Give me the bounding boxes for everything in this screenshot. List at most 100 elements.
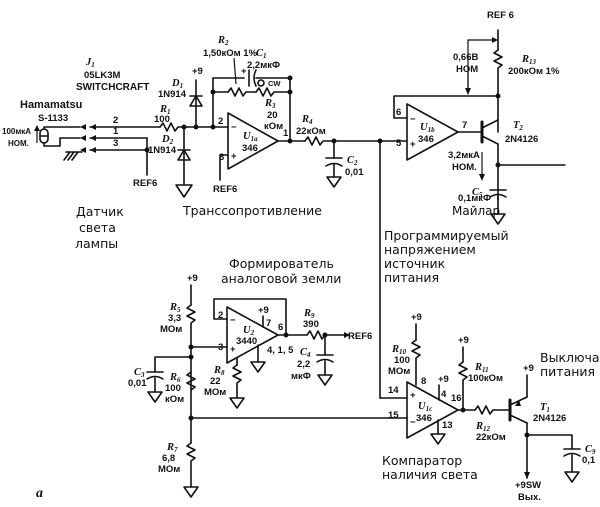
resistor-r4: R4 22кОм [296, 114, 381, 146]
svg-text:НОМ: НОМ [456, 64, 478, 75]
svg-text:3,2мкА: 3,2мкА [448, 150, 480, 161]
output-label: +9SW [515, 480, 541, 491]
opamp-u1c: 14 + 15 − U1c 346 16 8 +9 4 13 [388, 374, 462, 445]
svg-text:напряжением: напряжением [384, 242, 476, 257]
svg-text:7: 7 [266, 318, 271, 329]
r2-value: 1,50кОм 1% [203, 48, 258, 59]
capacitor-c2: C2 0,01 [325, 138, 364, 188]
sensor-current: 100мкА [2, 127, 31, 136]
svg-text:+: + [410, 390, 416, 401]
svg-text:+: + [410, 139, 416, 150]
svg-text:390: 390 [303, 319, 319, 330]
svg-text:C9: C9 [585, 444, 596, 456]
caption-analog-ground: Формирователь аналоговой земли [221, 256, 341, 286]
connector-pin-1: 1 [113, 126, 119, 137]
svg-text:22: 22 [210, 376, 221, 387]
svg-text:R1: R1 [159, 104, 171, 116]
svg-text:0,1: 0,1 [582, 455, 596, 466]
svg-text:22кОм: 22кОм [296, 126, 326, 137]
svg-text:4: 4 [441, 389, 447, 400]
output-note: Вых. [518, 492, 541, 503]
svg-text:13: 13 [442, 420, 453, 431]
svg-text:источник: источник [384, 256, 446, 271]
svg-text:Формирователь: Формирователь [229, 256, 334, 271]
svg-text:3,3: 3,3 [168, 313, 181, 324]
svg-text:−: − [231, 122, 237, 133]
svg-text:C5: C5 [472, 187, 483, 199]
opamp-u2-triangle [226, 306, 279, 364]
svg-text:R13: R13 [521, 54, 537, 66]
opamp-u1b-triangle [406, 103, 459, 161]
svg-text:+: + [231, 151, 237, 162]
ref6-label-j1: REF6 [133, 178, 157, 189]
ref6-label-top: REF 6 [487, 10, 514, 21]
resistor-r5: +9 R5 3,3 МОм [160, 273, 198, 349]
resistor-r11: +9 R11 100кОм [458, 335, 503, 411]
svg-text:1: 1 [283, 128, 289, 139]
svg-text:Майлар: Майлар [452, 204, 500, 218]
svg-text:0,66В: 0,66В [453, 52, 478, 63]
caption-programmable-supply: Программируемый напряжением источник пит… [384, 228, 509, 285]
svg-text:6: 6 [278, 322, 283, 333]
svg-text:U1a: U1a [243, 131, 258, 143]
svg-text:+9: +9 [458, 335, 469, 346]
diode-d2: D2 1N914 [148, 126, 193, 198]
d2-part: 1N914 [148, 145, 177, 156]
svg-text:0,01: 0,01 [128, 378, 147, 389]
photodiode-sensor: Hamamatsu S-1133 100мкА НОМ. [2, 99, 83, 161]
transistor-t2: T2 2N4126 [457, 119, 538, 201]
svg-text:T1: T1 [540, 402, 550, 414]
figure-label: а [36, 486, 43, 501]
svg-text:2N4126: 2N4126 [533, 413, 566, 424]
svg-text:НОМ.: НОМ. [452, 162, 477, 173]
svg-text:6: 6 [396, 107, 401, 118]
c1-value: 2,2мкФ [247, 60, 280, 71]
resistor-r1: R1 100 [154, 104, 188, 132]
svg-text:20: 20 [267, 110, 278, 121]
sensor-current-note: НОМ. [8, 139, 29, 148]
svg-text:0,01: 0,01 [345, 167, 364, 178]
caption-sensor: Датчик света лампы [75, 204, 124, 251]
capacitor-c5: C5 0,1мкФ Майлар [452, 187, 507, 225]
resistor-r3-trimmer: CW R3 20 кОм [255, 79, 291, 132]
svg-text:МОм: МОм [204, 387, 226, 398]
current-arrow-head [34, 125, 40, 131]
sensor-name: Hamamatsu [20, 99, 82, 111]
svg-text:100: 100 [165, 383, 181, 394]
capacitor-c3: C3 0,01 [128, 356, 192, 403]
capacitor-c4: C4 2,2 мкФ [291, 334, 334, 386]
svg-text:−: − [230, 315, 236, 326]
svg-text:14: 14 [388, 385, 399, 396]
svg-text:Компаратор: Компаратор [382, 453, 462, 468]
d1-supply: +9 [192, 66, 203, 77]
svg-text:лампы: лампы [75, 236, 118, 251]
sensor-part: S-1133 [38, 113, 68, 124]
resistor-r12: R12 22кОм [474, 405, 509, 443]
opamp-u1a: 2 − 3 + U1a 346 1 REF6 [213, 112, 289, 195]
connector-pin-3: 3 [113, 138, 118, 149]
svg-text:R2: R2 [217, 35, 229, 47]
connector-part: 05LK3M [84, 70, 121, 81]
svg-text:7: 7 [462, 120, 467, 131]
ground-icon [229, 397, 245, 409]
svg-text:2: 2 [218, 310, 223, 321]
ground-icon [490, 213, 506, 225]
svg-text:3: 3 [219, 152, 224, 163]
opamp-u2: 2 − 3 + U2 3440 6 +9 7 4, 1, 5 [218, 305, 294, 373]
ground-icon [326, 176, 342, 188]
svg-text:Программируемый: Программируемый [384, 228, 509, 243]
svg-text:+: + [230, 344, 236, 355]
svg-text:8: 8 [421, 376, 426, 387]
r1-value: 100 [154, 114, 170, 125]
svg-text:200кОм 1%: 200кОм 1% [508, 66, 560, 77]
svg-text:3440: 3440 [236, 336, 257, 347]
svg-text:Выключат.: Выключат. [540, 350, 600, 365]
connector-pin-2: 2 [113, 115, 118, 126]
capacitor-c9: C9 0,1 [563, 444, 596, 483]
svg-text:C4: C4 [300, 347, 311, 359]
ground-icon [175, 184, 193, 198]
svg-text:МОм: МОм [160, 324, 182, 335]
svg-text:100: 100 [394, 355, 410, 366]
ground-icon [317, 374, 333, 386]
svg-text:346: 346 [418, 134, 434, 145]
